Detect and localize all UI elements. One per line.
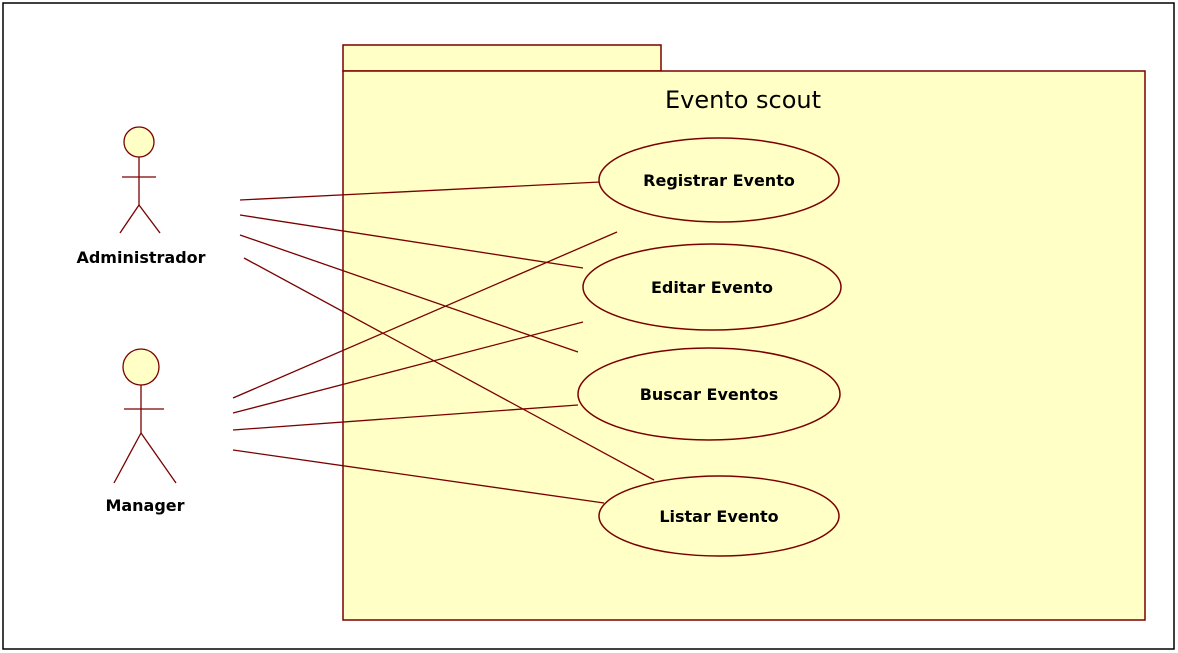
association-admin-buscar <box>239 234 579 353</box>
actor-label: Manager <box>105 496 184 515</box>
use-case-editar: Editar Evento <box>582 243 842 331</box>
use-case-ellipse <box>582 243 842 331</box>
use-case-label: Editar Evento <box>651 278 773 297</box>
association-admin-editar <box>239 214 584 269</box>
use-case-label: Buscar Eventos <box>640 385 779 404</box>
actor-label: Administrador <box>76 248 205 267</box>
use-case-ellipse <box>598 137 840 223</box>
use-case-ellipse <box>598 475 840 557</box>
use-case-label: Registrar Evento <box>643 171 795 190</box>
association-admin-listar <box>243 257 655 481</box>
actor-administrador: Administrador <box>76 126 206 267</box>
stick-figure-icon <box>113 348 177 484</box>
use-case-registrar: Registrar Evento <box>598 137 840 223</box>
association-manager-listar <box>232 449 605 504</box>
package-tab <box>342 44 662 72</box>
association-admin-registrar <box>239 181 601 201</box>
stick-figure-icon <box>119 126 161 234</box>
associations <box>232 181 655 504</box>
association-manager-buscar <box>232 404 579 431</box>
actor-manager: Manager <box>105 348 185 515</box>
use-case-buscar: Buscar Eventos <box>577 347 841 441</box>
association-manager-registrar <box>232 231 618 399</box>
use-case-listar: Listar Evento <box>598 475 840 557</box>
use-case-ellipse <box>577 347 841 441</box>
package-title: Evento scout <box>665 86 821 114</box>
association-manager-editar <box>232 321 584 414</box>
use-case-label: Listar Evento <box>659 507 778 526</box>
